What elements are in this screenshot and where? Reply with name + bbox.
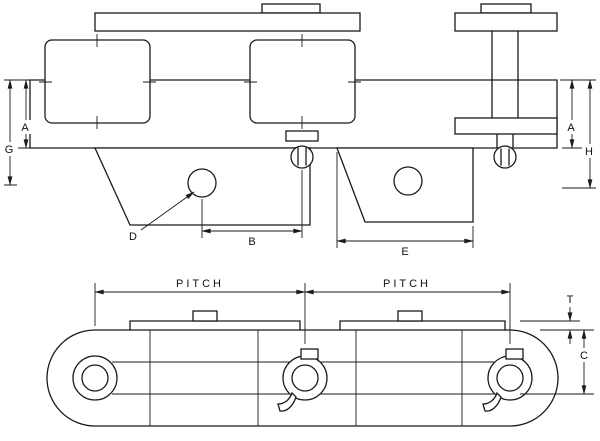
side-view-dimensions: G A A H B E D [3,79,596,258]
pin-hole-left [81,364,109,392]
cotter-leg-right [482,391,502,412]
dim-label-pitch-right: PITCH [383,278,431,290]
top-plate-right [454,12,558,32]
dim-label-B: B [248,236,255,248]
extension-lines-plan [94,283,594,395]
dim-label-A-right: A [567,122,575,134]
bottom-plate-right [454,117,558,135]
cotter-right [493,145,517,169]
dim-label-pitch-left: PITCH [176,278,224,290]
dim-label-T: T [567,294,574,306]
pin-right [491,30,519,148]
cotter-middle-slot [297,147,307,166]
attachment-hole-left [187,168,217,198]
dim-label-C-bg [578,348,591,362]
cotter-middle [290,145,314,169]
pin-collar-middle [285,130,319,142]
cotter-right-slot [500,148,510,166]
top-plate-main [94,12,361,32]
dim-label-E: E [401,246,408,258]
attachment-plan-left [129,320,301,331]
dim-label-A-right-bg [565,120,578,134]
attachment-hole-right [393,166,423,196]
pin-hole-middle [291,364,319,392]
dim-label-H: H [585,146,593,158]
roller-middle [249,39,356,124]
roller-left [44,39,151,124]
pin-hole-right [496,364,524,392]
cotter-leg-middle [277,391,297,412]
dim-label-D: D [129,231,137,243]
side-elevation-view: G A A H B E D [3,3,596,258]
pin-head-top-middle [261,3,321,14]
dim-label-G: G [5,144,14,156]
pin-head-top-right [480,3,532,14]
cotter-tab-middle [300,348,319,360]
attachment-plan-right [339,320,506,331]
leader-line-D [140,191,195,231]
roller-left-center-marks [39,34,156,129]
plan-view: PITCH PITCH T C [46,278,594,427]
dim-label-A-left: A [21,122,29,134]
attachment-tab-right [397,310,423,322]
cotter-tab-right [505,348,524,360]
dim-label-H-bg [583,144,596,158]
dim-label-G-bg [3,142,16,156]
attachment-tab-left [192,310,218,322]
dim-label-C: C [580,350,588,362]
plan-view-dimensions: PITCH PITCH T C [94,278,594,395]
dim-label-A-left-bg [19,120,32,134]
roller-middle-center-marks [244,34,361,129]
